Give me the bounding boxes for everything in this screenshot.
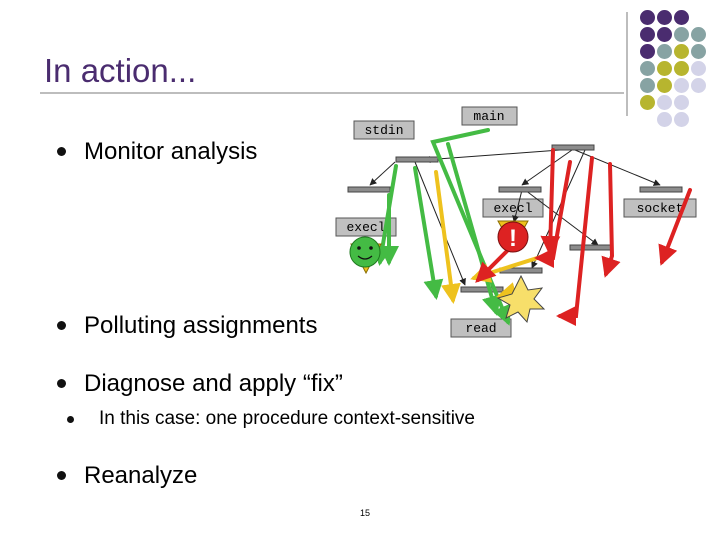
dot	[691, 27, 706, 42]
edge-main-stdin	[423, 149, 561, 164]
dot	[657, 78, 672, 93]
red-path-4	[601, 162, 621, 278]
node-execl-right	[498, 186, 542, 193]
dot	[640, 27, 655, 42]
yellow-path-1	[434, 170, 461, 304]
red-path-1	[540, 148, 561, 256]
dot	[691, 61, 706, 76]
edge-execl-bar	[512, 189, 523, 223]
dot	[657, 27, 672, 42]
dot	[640, 78, 655, 93]
label-stdin-text: stdin	[364, 123, 403, 138]
bullet-dot	[67, 416, 74, 423]
bullet-dot	[57, 147, 66, 156]
label-main: main	[461, 106, 518, 126]
dot	[640, 44, 655, 59]
slide-title: In action...	[44, 52, 197, 89]
dot	[674, 95, 689, 110]
dot	[691, 44, 706, 59]
node-right-lower	[569, 244, 613, 251]
node-stdin	[395, 156, 439, 163]
bullet-dot	[57, 321, 66, 330]
node-execl-left	[347, 186, 391, 193]
node-socket	[639, 186, 683, 193]
node-main	[551, 144, 595, 151]
label-execl-left-text: execl	[346, 220, 385, 235]
dot	[674, 61, 689, 76]
dot	[657, 61, 672, 76]
smiley-icon	[349, 236, 382, 275]
bullet-dot	[57, 379, 66, 388]
dot	[674, 44, 689, 59]
bullet-text: Diagnose and apply “fix”	[84, 370, 343, 397]
warning-icon: !	[497, 220, 529, 253]
green-path-2	[372, 164, 398, 266]
dot	[657, 10, 672, 25]
vertical-rule	[626, 12, 628, 116]
bullet-text: In this case: one procedure context-sens…	[99, 408, 475, 429]
edge-main-socket	[574, 149, 661, 186]
dot	[657, 112, 672, 127]
dot	[640, 10, 655, 25]
label-main-text: main	[473, 109, 504, 124]
dot	[674, 78, 689, 93]
label-execl-right: execl	[482, 198, 544, 218]
edge-main-execl	[521, 149, 573, 186]
dot	[657, 44, 672, 59]
bullet-dot	[57, 471, 66, 480]
warning-text: !	[509, 225, 517, 252]
dot	[674, 112, 689, 127]
red-path-2	[534, 160, 572, 268]
label-stdin: stdin	[353, 120, 415, 140]
label-read: read	[450, 318, 512, 338]
dot	[640, 61, 655, 76]
label-read-text: read	[465, 321, 496, 336]
label-execl-left: execl	[335, 217, 397, 237]
label-execl-right-text: execl	[493, 201, 532, 216]
green-path-3	[413, 166, 444, 300]
dot	[691, 78, 706, 93]
bullet-text: Reanalyze	[84, 462, 198, 489]
title-underline	[40, 92, 624, 94]
edge-stdin-read	[414, 161, 466, 286]
red-path-3	[556, 156, 594, 326]
dot	[657, 95, 672, 110]
red-paths	[475, 148, 692, 326]
dot	[674, 10, 689, 25]
green-path-4	[446, 142, 502, 316]
label-socket: socket	[623, 198, 697, 218]
dot	[640, 95, 655, 110]
red-path-5	[658, 188, 692, 266]
starburst-icon	[496, 274, 546, 324]
page-number: 15	[360, 508, 371, 518]
edge-stdin-execl	[369, 161, 396, 186]
bullet-text: Polluting assignments	[84, 312, 318, 339]
label-socket-text: socket	[637, 201, 684, 216]
dot	[674, 27, 689, 42]
bullet-text: Monitor analysis	[84, 138, 258, 165]
